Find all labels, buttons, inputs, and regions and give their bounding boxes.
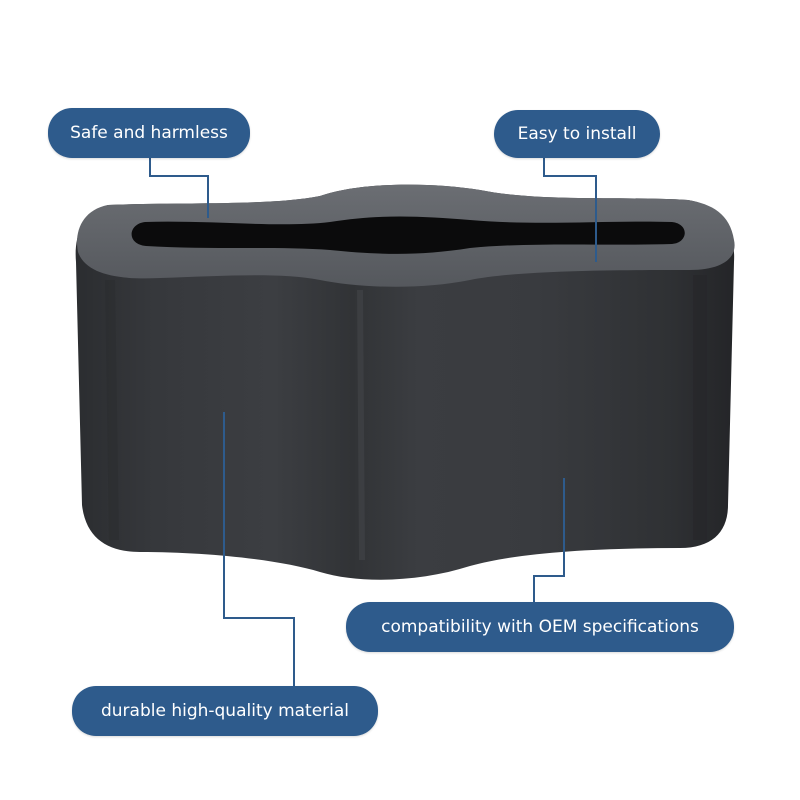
leader-line-compat <box>533 478 565 602</box>
bushing-body <box>75 184 735 580</box>
leader-line-easy <box>543 158 597 262</box>
label-safe-and-harmless: Safe and harmless <box>48 108 250 158</box>
label-easy-to-install: Easy to install <box>494 110 660 158</box>
bushing-slot <box>131 216 685 254</box>
leader-line-durable <box>223 412 295 686</box>
label-oem-compatibility: compatibility with OEM specifications <box>346 602 734 652</box>
label-durable-material: durable high-quality material <box>72 686 378 736</box>
leader-line-safe <box>149 158 209 218</box>
